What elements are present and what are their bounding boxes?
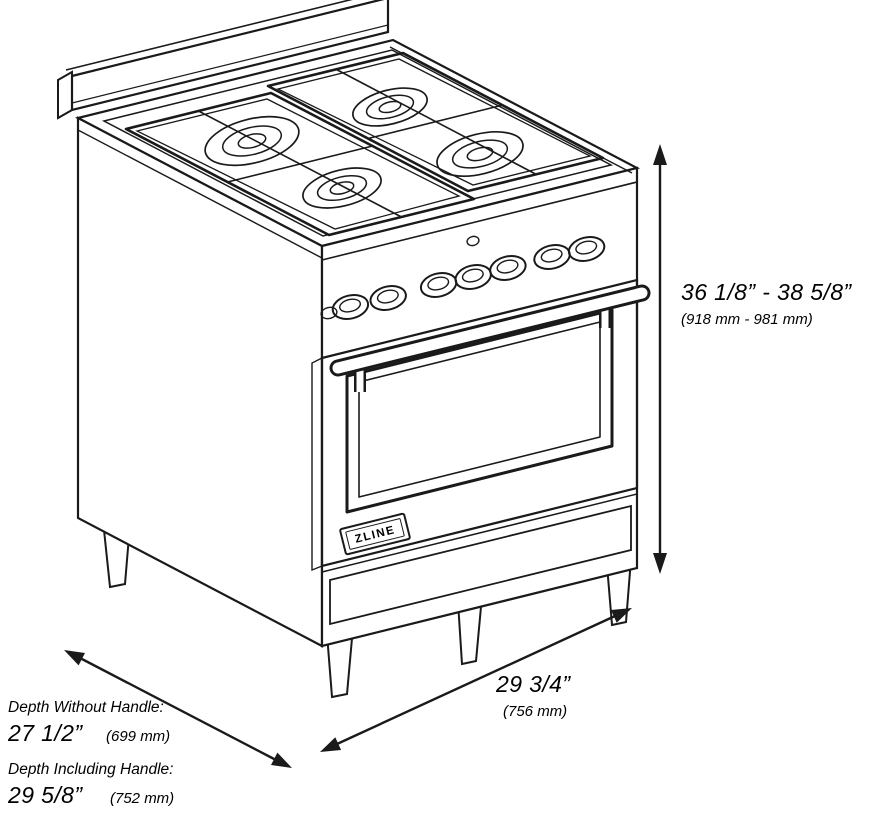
- depth-without-handle-metric: (699 mm): [106, 728, 170, 745]
- arrow-up-icon: [653, 144, 667, 165]
- depth-including-handle-imperial: 29 5/8”: [7, 782, 83, 808]
- igniter-button: [466, 235, 480, 247]
- grate-left: [124, 91, 476, 237]
- grate-bar: [198, 110, 402, 218]
- burner-cap: [466, 146, 494, 162]
- arrow-down-icon: [653, 553, 667, 574]
- width-metric-label: (756 mm): [503, 703, 567, 720]
- burner-rear-left: [204, 115, 300, 167]
- burner-cap: [237, 133, 267, 149]
- control-knob-1: [331, 294, 370, 320]
- oven-window-inner: [358, 321, 601, 498]
- control-knob-7: [567, 236, 606, 262]
- burner-front-left: [302, 167, 382, 209]
- storage-drawer: [321, 493, 638, 626]
- depth-without-handle-imperial: 27 1/2”: [7, 720, 83, 746]
- burner-front-right: [436, 131, 524, 177]
- burner-cap: [329, 181, 355, 195]
- height-dimension: 36 1/8” - 38 5/8” (918 mm - 981 mm): [653, 144, 852, 574]
- backguard: [57, 0, 390, 120]
- arrow-upright-icon: [610, 608, 632, 623]
- cooktop-recess: [101, 49, 614, 237]
- backguard-end-cap: [57, 70, 73, 120]
- width-imperial-label: 29 3/4”: [495, 671, 571, 697]
- backguard-cap-line: [65, 0, 353, 71]
- depth-dimension-line: [79, 656, 277, 762]
- height-imperial-label: 36 1/8” - 38 5/8”: [681, 279, 852, 305]
- arrow-upleft-icon: [64, 650, 85, 666]
- cooktop-lip-line: [321, 181, 638, 261]
- height-metric-label: (918 mm - 981 mm): [681, 311, 813, 328]
- oven-door-outline: [320, 278, 639, 568]
- burner-rear-right: [352, 87, 428, 127]
- burner-cap: [378, 100, 402, 114]
- control-knob-5: [489, 255, 527, 281]
- backguard-front: [70, 0, 390, 112]
- arrow-downright-icon: [271, 752, 292, 768]
- cooktop: [101, 49, 614, 237]
- arrow-downleft-icon: [320, 737, 342, 752]
- width-dimension: 29 3/4” (756 mm): [320, 608, 632, 752]
- side-trim-line: [77, 129, 323, 259]
- backguard-molding-line: [71, 24, 389, 104]
- panel-badge: [320, 306, 338, 320]
- drawer-face: [329, 504, 632, 626]
- depth-dimension: Depth Without Handle: 27 1/2” (699 mm) D…: [7, 650, 292, 808]
- depth-including-handle-metric: (752 mm): [110, 790, 174, 807]
- drawer-gap-line: [321, 493, 638, 573]
- control-panel: [320, 181, 638, 320]
- oven-window-outer: [345, 308, 614, 514]
- depth-including-handle-title: Depth Including Handle:: [8, 761, 173, 778]
- oven-door: ZLINE: [311, 278, 651, 572]
- width-dimension-line: [336, 614, 616, 746]
- door-side-edge: [311, 357, 323, 572]
- control-knob-2: [369, 285, 407, 311]
- depth-without-handle-title: Depth Without Handle:: [8, 699, 164, 716]
